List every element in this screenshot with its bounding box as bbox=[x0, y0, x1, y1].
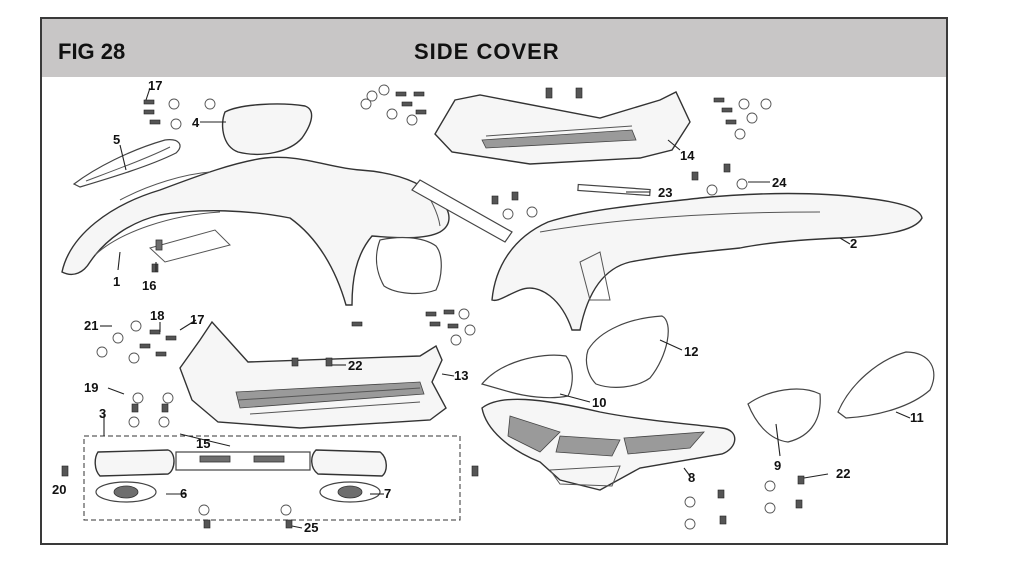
part-cover-10 bbox=[480, 354, 573, 399]
part-rear-fender bbox=[491, 192, 923, 331]
figure-number: FIG 28 bbox=[58, 39, 126, 64]
part-rear-footrest bbox=[434, 91, 691, 165]
callout-14: 14 bbox=[680, 148, 695, 163]
callout-17b: 17 bbox=[190, 312, 204, 327]
callout-25: 25 bbox=[304, 520, 318, 535]
headlight-assembly-box bbox=[83, 435, 461, 521]
callout-22b: 22 bbox=[836, 466, 850, 481]
callout-10: 10 bbox=[592, 395, 606, 410]
part-side-strut bbox=[411, 179, 513, 243]
callout-7: 7 bbox=[384, 486, 391, 501]
callout-24: 24 bbox=[772, 175, 787, 190]
part-cover-11 bbox=[837, 351, 935, 419]
fastener-group bbox=[61, 84, 805, 530]
callout-4: 4 bbox=[192, 115, 200, 130]
callout-9: 9 bbox=[774, 458, 781, 473]
part-bar bbox=[577, 183, 651, 197]
part-cover-9 bbox=[747, 388, 821, 443]
leader-lines bbox=[100, 87, 911, 529]
callout-12: 12 bbox=[684, 344, 698, 359]
figure-header: FIG 28 SIDE COVER bbox=[42, 19, 946, 77]
part-top-cover bbox=[221, 103, 313, 155]
callout-19: 19 bbox=[84, 380, 98, 395]
callout-8: 8 bbox=[688, 470, 695, 485]
part-light-bracket bbox=[175, 451, 311, 471]
part-front-grille bbox=[481, 398, 736, 491]
part-headlight-right bbox=[311, 449, 387, 477]
figure-title: SIDE COVER bbox=[414, 39, 560, 64]
callout-2: 2 bbox=[850, 236, 857, 251]
callout-21: 21 bbox=[84, 318, 98, 333]
fender-bracket bbox=[155, 239, 163, 251]
callout-1: 1 bbox=[113, 274, 120, 289]
part-headlight-left bbox=[94, 449, 175, 477]
callout-16: 16 bbox=[142, 278, 156, 293]
callout-5: 5 bbox=[113, 132, 120, 147]
callout-13: 13 bbox=[454, 368, 468, 383]
callout-23: 23 bbox=[658, 185, 672, 200]
callout-17a: 17 bbox=[148, 78, 162, 93]
callout-11: 11 bbox=[910, 410, 924, 425]
callout-15: 15 bbox=[196, 436, 210, 451]
part-center-panel bbox=[375, 236, 442, 295]
callout-22a: 22 bbox=[348, 358, 362, 373]
part-cover-12 bbox=[585, 315, 669, 388]
callout-18: 18 bbox=[150, 308, 164, 323]
callout-20: 20 bbox=[52, 482, 66, 497]
part-front-footrest bbox=[179, 320, 447, 429]
callout-6: 6 bbox=[180, 486, 187, 501]
callout-labels: 1 2 3 4 5 6 7 8 9 10 11 12 13 14 15 16 1… bbox=[52, 78, 924, 535]
callout-3: 3 bbox=[99, 406, 106, 421]
